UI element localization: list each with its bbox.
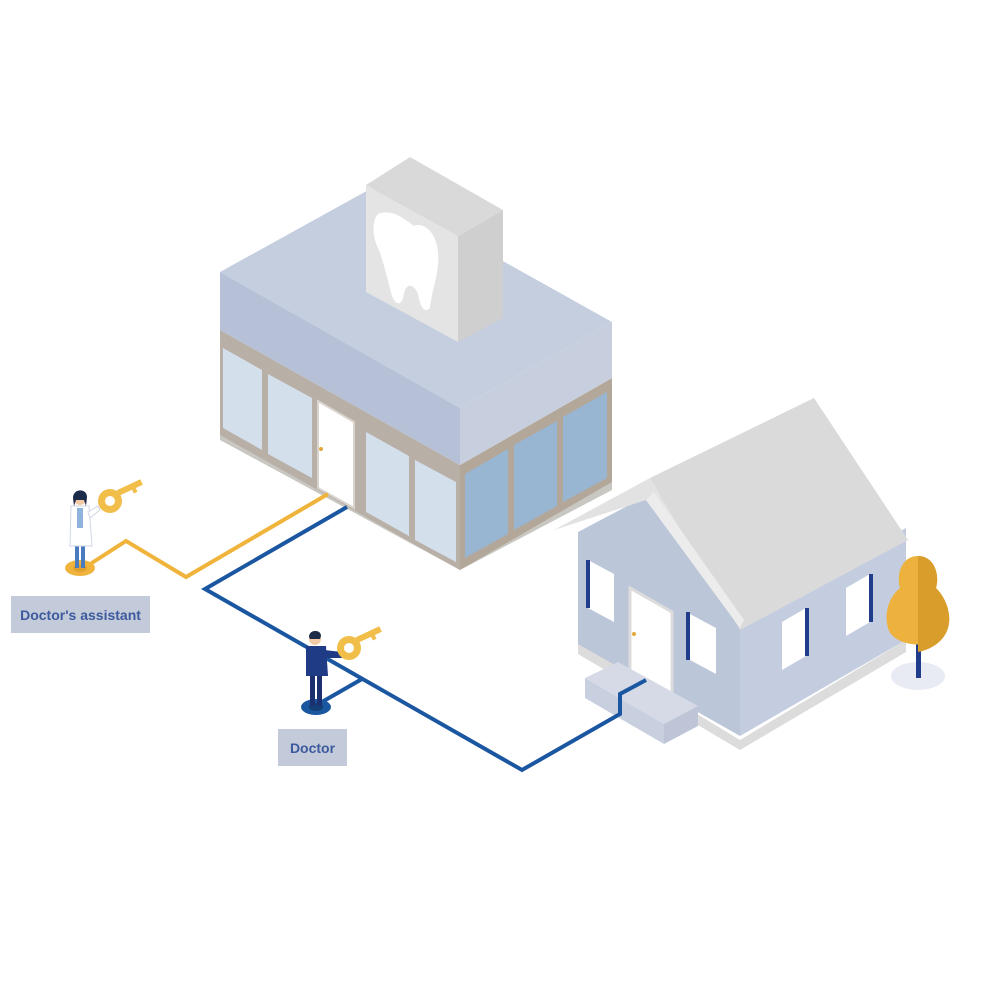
clinic-door (317, 399, 355, 510)
doctor-label: Doctor (278, 729, 347, 766)
tree (886, 556, 950, 690)
doctors-assistant-label-text: Doctor's assistant (20, 606, 141, 623)
key-icon (98, 479, 143, 513)
doctor-figure (301, 630, 342, 715)
doctor-access-path (200, 505, 647, 773)
doctors-assistant-label: Doctor's assistant (11, 596, 150, 633)
house (554, 398, 908, 750)
assistant-access-path (82, 492, 330, 580)
key-icon (337, 626, 382, 660)
dental-clinic-building (220, 157, 612, 570)
doctors-assistant-figure (65, 490, 101, 576)
doctor-label-text: Doctor (289, 739, 336, 756)
tooth-icon (373, 212, 439, 311)
tooth-sign (366, 157, 503, 342)
